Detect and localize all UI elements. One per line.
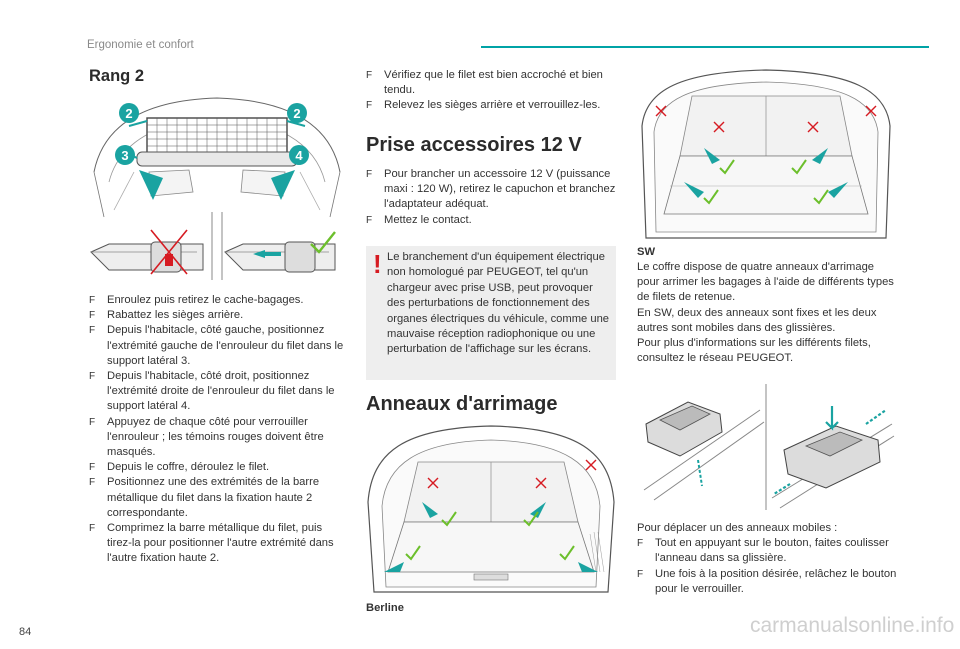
callout-2-right: 2 [287, 103, 307, 123]
cross-icon [427, 459, 597, 489]
bullet-icon: F [637, 568, 644, 580]
bullet-icon: F [366, 70, 373, 81]
warning-text: Le branchement d'un équipement électriqu… [387, 251, 610, 356]
prise-title: Prise accessoires 12 V [366, 134, 582, 156]
berline-trunk-figure [364, 422, 618, 598]
svg-text:2: 2 [293, 106, 300, 121]
check-icon [703, 159, 829, 205]
bullet-icon: F [89, 416, 96, 428]
bullet-icon: F [366, 169, 373, 180]
bullet-icon: F [89, 371, 96, 383]
bullet-icon: F [89, 523, 96, 535]
sw-title: SW [637, 246, 656, 258]
bullet-icon: F [89, 325, 96, 337]
bullet-icon: F [366, 214, 373, 226]
roller-detail-left [90, 229, 204, 275]
bullet-icon: F [89, 477, 96, 489]
check-icon [405, 511, 575, 561]
svg-text:4: 4 [295, 148, 303, 163]
anneaux-title: Anneaux d'arrimage [366, 393, 558, 415]
section-title: Ergonomie et confort [87, 39, 194, 51]
cross-icon [655, 105, 877, 133]
callout-3: 3 [115, 145, 135, 165]
rang2-title: Rang 2 [89, 67, 145, 85]
svg-text:3: 3 [121, 148, 128, 163]
roller-detail-right [224, 231, 336, 273]
warning-box: ! Le branchement d'un équipement électri… [366, 246, 616, 380]
mobile-ring-instructions: Pour déplacer un des anneaux mobiles : F… [637, 521, 899, 597]
bullet-icon: F [366, 100, 373, 112]
sliding-ring-figure [640, 380, 896, 514]
watermark: carmanualsonline.info [750, 614, 955, 637]
check-icon [310, 231, 336, 254]
callout-2-left: 2 [119, 103, 139, 123]
bullet-icon: F [89, 310, 96, 322]
bullet-icon: F [637, 538, 644, 550]
header-rule [481, 46, 929, 48]
sw-trunk-figure [640, 66, 892, 242]
berline-caption: Berline [366, 602, 404, 614]
svg-text:2: 2 [125, 106, 132, 121]
net-installation-figure: 2 2 3 4 [89, 92, 345, 282]
exclamation-icon: ! [373, 249, 382, 279]
bullet-icon: F [89, 295, 96, 306]
mobile-ring-intro: Pour déplacer un des anneaux mobiles : [637, 522, 838, 534]
bullet-icon: F [89, 462, 96, 474]
page-number: 84 [19, 626, 32, 638]
sw-description: Le coffre dispose de quatre anneaux d'ar… [637, 261, 894, 365]
callout-4: 4 [289, 145, 309, 165]
